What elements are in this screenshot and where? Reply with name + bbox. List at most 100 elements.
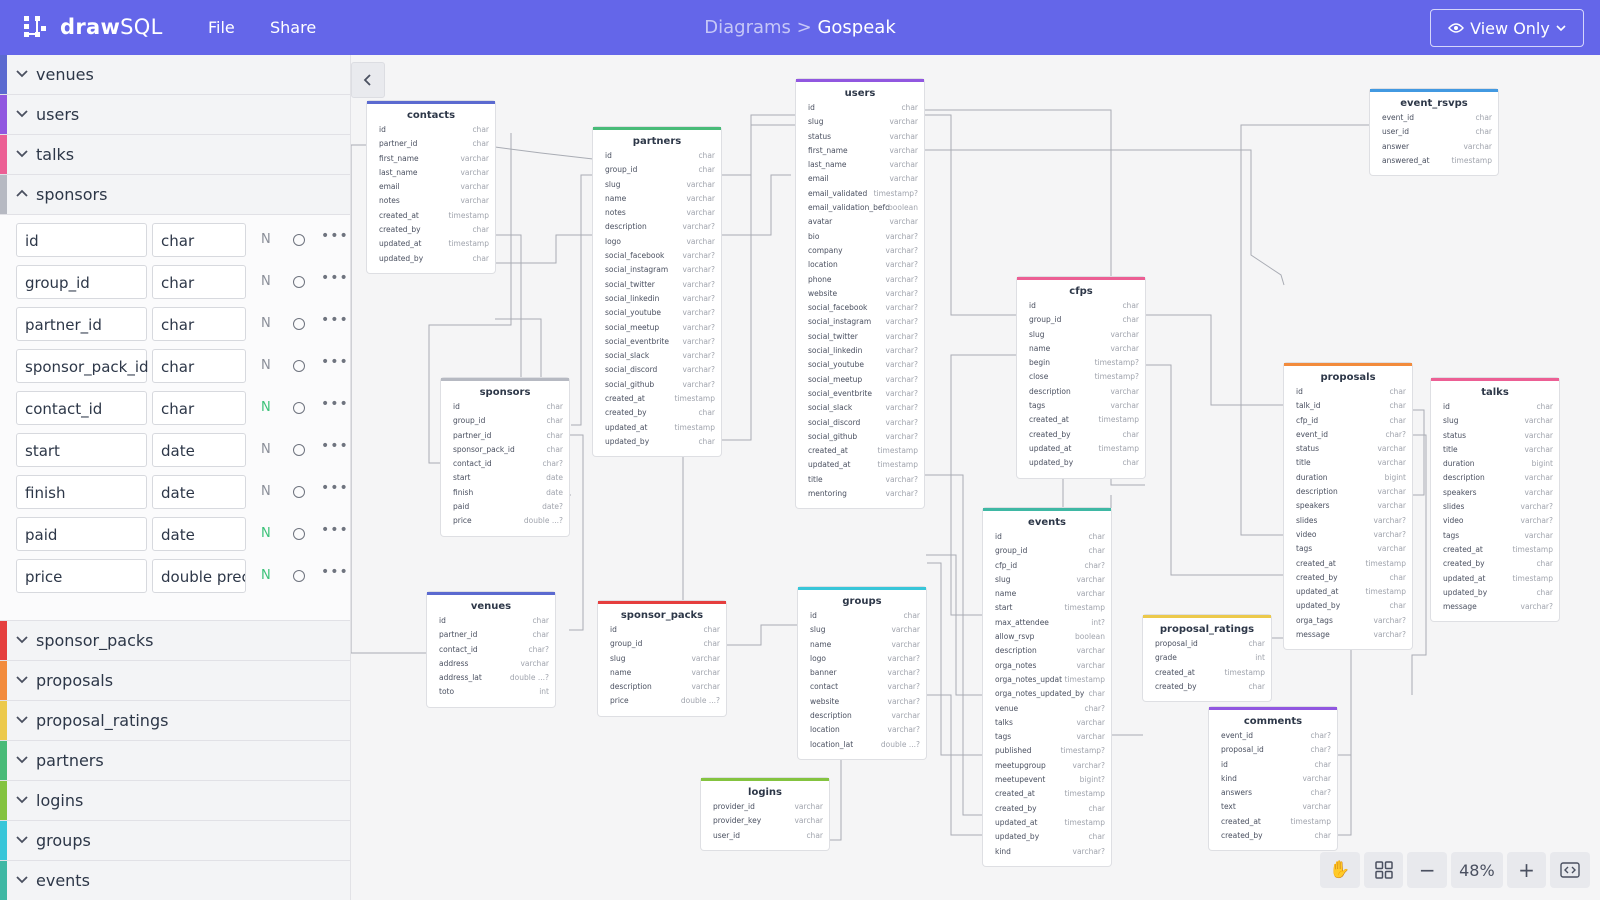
field-type-input[interactable]: char (152, 391, 246, 425)
nullable-toggle[interactable]: N (261, 526, 271, 541)
sidebar-table-group[interactable]: logins (0, 781, 350, 821)
view-only-button[interactable]: View Only (1430, 9, 1584, 47)
chevron-down-icon[interactable] (15, 633, 29, 647)
nullable-toggle[interactable]: N (261, 358, 271, 373)
sidebar-table-group[interactable]: proposal_ratings (0, 701, 350, 741)
more-options-icon[interactable]: ••• (321, 228, 349, 244)
zoom-level: 48% (1451, 852, 1503, 888)
fit-view-button[interactable] (1363, 852, 1404, 888)
chevron-down-icon[interactable] (15, 147, 29, 161)
nullable-toggle[interactable]: N (261, 442, 271, 457)
primary-key-radio[interactable] (293, 402, 305, 414)
field-name-input[interactable]: paid (16, 517, 147, 551)
field-name-input[interactable]: partner_id (16, 307, 147, 341)
sidebar-table-group[interactable]: groups (0, 821, 350, 861)
chevron-down-icon[interactable] (15, 713, 29, 727)
primary-key-radio[interactable] (293, 276, 305, 288)
more-options-icon[interactable]: ••• (321, 312, 349, 328)
chevron-down-icon[interactable] (15, 67, 29, 81)
chevron-down-icon[interactable] (15, 673, 29, 687)
drawsql-logo[interactable]: drawSQL (22, 14, 163, 40)
sidebar-table-group[interactable]: talks (0, 135, 350, 175)
breadcrumb-diagrams[interactable]: Diagrams > (704, 17, 812, 38)
primary-key-radio[interactable] (293, 234, 305, 246)
field-type-input[interactable]: char (152, 349, 246, 383)
field-name-input[interactable]: finish (16, 475, 147, 509)
primary-key-radio[interactable] (293, 444, 305, 456)
share-menu[interactable]: Share (270, 18, 317, 37)
sidebar-table-group[interactable]: partners (0, 741, 350, 781)
embed-code-button[interactable] (1550, 852, 1591, 888)
more-options-icon[interactable]: ••• (321, 522, 349, 538)
nullable-toggle[interactable]: N (261, 232, 271, 247)
pan-tool-button[interactable]: ✋ (1320, 852, 1360, 888)
zoom-out-button[interactable]: − (1407, 852, 1448, 888)
primary-key-radio[interactable] (293, 528, 305, 540)
file-menu[interactable]: File (208, 18, 235, 37)
primary-key-radio[interactable] (293, 318, 305, 330)
field-name-input[interactable]: start (16, 433, 147, 467)
field-type-input[interactable]: date (152, 475, 246, 509)
nullable-toggle[interactable]: N (261, 484, 271, 499)
field-name-input[interactable]: id (16, 223, 147, 257)
field-name-input[interactable]: sponsor_pack_id (16, 349, 149, 383)
collapse-sidebar-button[interactable] (351, 62, 385, 98)
field-name-input[interactable]: price (16, 559, 147, 593)
sidebar-table-group[interactable]: sponsors (0, 175, 350, 215)
primary-key-radio[interactable] (293, 570, 305, 582)
sidebar-table-group[interactable]: proposals (0, 661, 350, 701)
sidebar-table-group[interactable]: sponsor_packs (0, 621, 350, 661)
field-type-input[interactable]: char (152, 223, 246, 257)
more-options-icon[interactable]: ••• (321, 480, 349, 496)
zoom-in-button[interactable]: + (1506, 852, 1547, 888)
primary-key-radio[interactable] (293, 486, 305, 498)
chevron-down-icon[interactable] (15, 873, 29, 887)
nullable-toggle[interactable]: N (261, 568, 271, 583)
field-name-input[interactable]: group_id (16, 265, 147, 299)
more-options-icon[interactable]: ••• (321, 354, 349, 370)
chevron-down-icon[interactable] (15, 793, 29, 807)
field-type-input[interactable]: double prec (152, 559, 246, 593)
more-options-icon[interactable]: ••• (321, 270, 349, 286)
chevron-down-icon[interactable] (15, 753, 29, 767)
column-name: name (605, 193, 627, 203)
chevron-down-icon[interactable] (15, 833, 29, 847)
field-name-input[interactable]: contact_id (16, 391, 147, 425)
chevron-down-icon[interactable] (15, 107, 29, 121)
field-type-input[interactable]: char (152, 307, 246, 341)
sidebar-table-group[interactable]: users (0, 95, 350, 135)
primary-key-radio[interactable] (293, 360, 305, 372)
column-type: varchar (691, 667, 720, 677)
field-type-input[interactable]: date (152, 517, 246, 551)
more-options-icon[interactable]: ••• (321, 396, 349, 412)
field-type-input[interactable]: char (152, 265, 246, 299)
nullable-toggle[interactable]: N (261, 316, 271, 331)
more-options-icon[interactable]: ••• (321, 438, 349, 454)
field-type-input[interactable]: date (152, 433, 246, 467)
nullable-toggle[interactable]: N (261, 274, 271, 289)
sidebar-table-group[interactable]: venues (0, 55, 350, 95)
more-options-icon[interactable]: ••• (321, 564, 349, 580)
sidebar-table-group[interactable]: events (0, 861, 350, 900)
nullable-toggle[interactable]: N (261, 400, 271, 415)
chevron-up-icon[interactable] (15, 187, 29, 201)
